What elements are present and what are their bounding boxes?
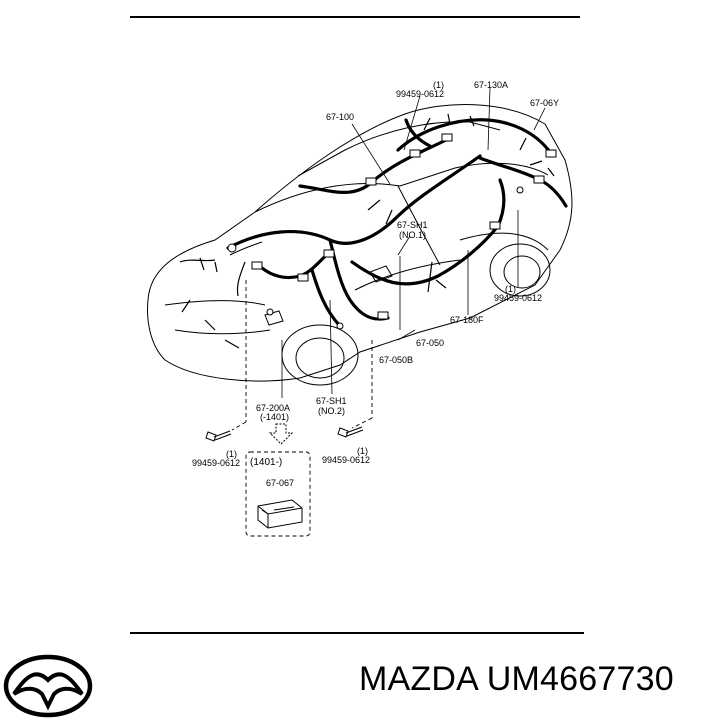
callout-67-200a: 67-200A <box>256 403 290 413</box>
headlamp <box>264 310 284 326</box>
callout-67-100: 67-100 <box>326 112 354 122</box>
callout-1401-plus: (1401-) <box>250 457 282 468</box>
mazda-logo-icon <box>3 654 93 718</box>
front-wheel-arch <box>281 324 359 386</box>
callout-67-130a: 67-130A <box>474 80 508 90</box>
bottom-rule <box>130 632 584 634</box>
down-arrow-icon <box>268 423 294 445</box>
rear-wheel-arch <box>489 243 551 297</box>
connector-branches <box>179 113 555 349</box>
callout-qty-top: (1) <box>433 80 444 90</box>
wiring-harness-diagram: 99459-0612 (1) 67-130A 67-100 67-06Y 67-… <box>147 80 573 537</box>
car-body <box>147 104 573 386</box>
callout-no2: (NO.2) <box>318 406 345 416</box>
dashed-bracket <box>231 280 373 537</box>
callout-99459-0612-mid: 99459-0612 <box>322 455 370 465</box>
rear-wheel <box>503 255 541 289</box>
bolt-left-icon <box>205 430 232 442</box>
callout-minus-1401: (-1401) <box>260 412 289 422</box>
callout-67-050: 67-050 <box>416 338 444 348</box>
leader-lines <box>281 87 546 398</box>
callout-no1: (NO.1) <box>399 230 426 240</box>
connectors <box>227 133 557 330</box>
module-part-icon <box>257 499 303 529</box>
front-wheel <box>295 337 345 379</box>
bolt-mid-icon <box>337 426 364 438</box>
callout-67-180f: 67-180F <box>450 315 484 325</box>
callout-67-067: 67-067 <box>266 478 294 488</box>
callout-67-050b: 67-050B <box>379 355 413 365</box>
callout-99459-0612-left: 99459-0612 <box>192 458 240 468</box>
callout-67-sh1-no2: 67-SH1 <box>316 396 347 406</box>
top-rule <box>130 16 580 18</box>
callout-99459-0612-top: 99459-0612 <box>396 89 444 99</box>
callout-qty-right: (1) <box>505 284 516 294</box>
callout-67-06y: 67-06Y <box>530 98 559 108</box>
side-mirror <box>369 265 393 283</box>
callout-99459-0612-right: 99459-0612 <box>494 293 542 303</box>
callout-qty-mid: (1) <box>357 446 368 456</box>
brand-part-number: MAZDA UM4667730 <box>359 660 674 698</box>
callout-qty-left: (1) <box>226 449 237 459</box>
callout-67-sh1-no1: 67-SH1 <box>397 220 428 230</box>
